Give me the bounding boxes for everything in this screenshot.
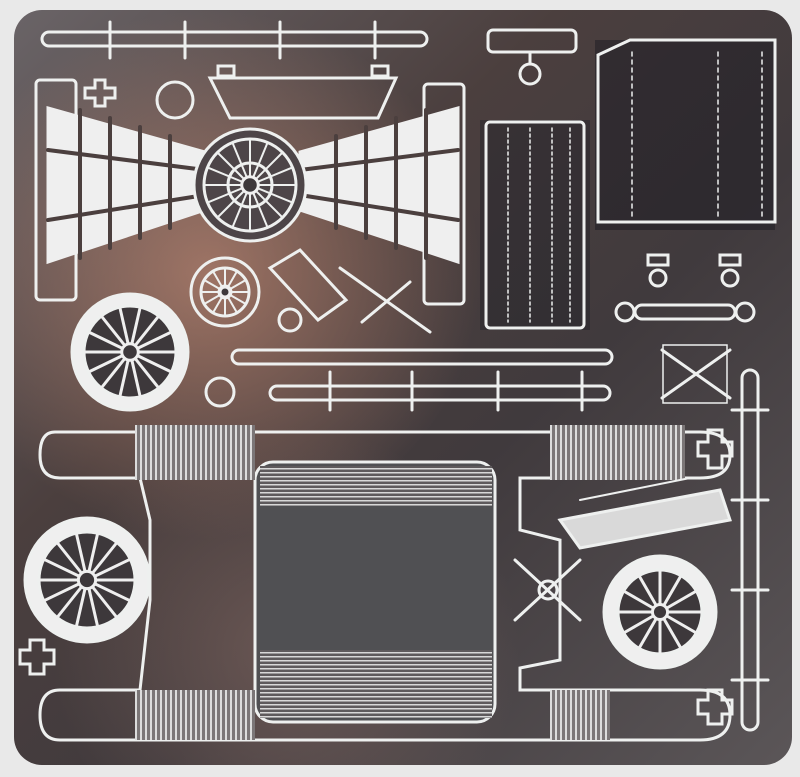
wheel-hub xyxy=(218,285,232,299)
clip-part-3 xyxy=(696,688,734,726)
x-brace-part xyxy=(660,344,732,404)
running-board-left-top xyxy=(135,425,255,480)
running-board-right-bottom xyxy=(550,690,610,740)
rear-wheel-spokes xyxy=(23,516,151,644)
axle-part xyxy=(614,253,756,323)
round-part xyxy=(155,80,195,120)
running-board-right-top xyxy=(550,425,685,480)
side-strip-part xyxy=(730,368,770,732)
wheel-hub xyxy=(650,602,670,622)
crossed-bracket-part xyxy=(267,248,432,334)
wheel-hub xyxy=(120,342,140,362)
floor-ribbed-bottom xyxy=(260,650,492,718)
small-wheel-mid xyxy=(201,268,249,316)
wheel-hub xyxy=(76,569,98,591)
fan-wheel xyxy=(203,138,297,232)
lower-x-brace-part xyxy=(513,558,582,622)
clip-part-1 xyxy=(696,428,734,470)
top-strip-part xyxy=(40,20,429,60)
front-wheel-spokes xyxy=(70,292,190,412)
body-panel-part xyxy=(596,38,777,224)
small-wheel-left xyxy=(602,554,718,670)
rail-part xyxy=(230,348,614,412)
washer-part xyxy=(277,307,303,333)
running-board-left-bottom xyxy=(135,690,255,740)
floor-ribbed-top xyxy=(260,466,492,506)
grille-panel-part xyxy=(484,120,586,330)
wheel-hub xyxy=(240,175,260,195)
small-cross-part xyxy=(83,78,117,108)
fan-frame-part xyxy=(34,78,466,306)
washer-part-2 xyxy=(204,376,236,408)
fender-part xyxy=(557,477,732,550)
bracket-part xyxy=(486,28,578,86)
fan-wheel-part xyxy=(192,127,308,243)
trapezoid-part xyxy=(207,64,399,120)
clip-part-2 xyxy=(18,638,56,676)
